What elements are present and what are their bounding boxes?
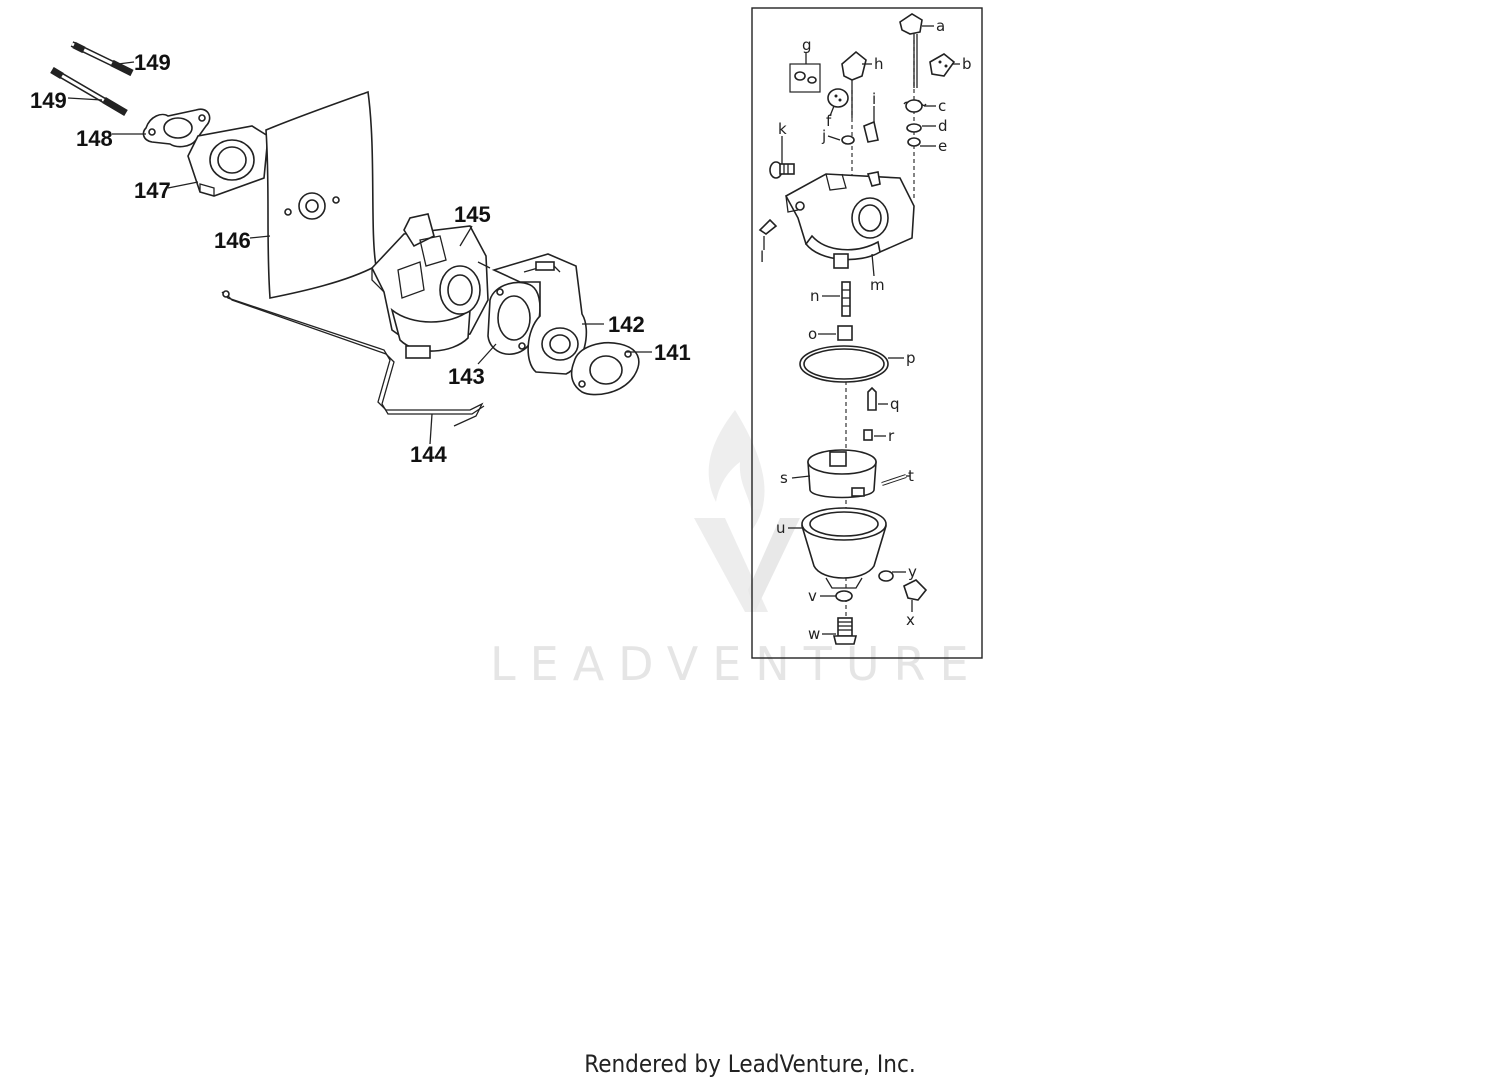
callout-142: 142 — [608, 312, 645, 337]
part-n-main-nozzle — [841, 281, 851, 317]
leader-f — [829, 105, 835, 117]
gasket-148 — [142, 108, 211, 148]
adapter-142 — [491, 253, 588, 375]
part-o-main-jet — [837, 325, 853, 341]
part-k-idle-screw — [769, 161, 795, 179]
callout-148: 148 — [76, 126, 113, 151]
callout-u: u — [776, 519, 786, 537]
watermark-text: LEADVENTURE — [490, 637, 983, 691]
part-y-washer — [878, 570, 894, 582]
heat-shield-146 — [265, 90, 377, 299]
callout-b: b — [962, 55, 972, 73]
callout-w: w — [808, 625, 820, 643]
part-i-lever — [863, 120, 879, 143]
callout-147: 147 — [134, 178, 171, 203]
leader-146 — [249, 235, 271, 239]
callout-p: p — [906, 349, 916, 367]
callout-146: 146 — [214, 228, 251, 253]
callout-a: a — [936, 17, 945, 35]
carburetor-145 — [371, 213, 491, 359]
part-x-drain-screw — [903, 579, 928, 601]
part-b-choke-plate — [929, 53, 956, 77]
callout-l: l — [760, 248, 764, 266]
part-c-spring — [903, 99, 927, 113]
gasket-141 — [570, 342, 640, 396]
part-h-throttle-shaft — [841, 50, 867, 118]
part-w-bowl-bolt — [832, 617, 858, 645]
callout-j: j — [821, 127, 826, 145]
callout-145: 145 — [454, 202, 491, 227]
part-m-carburetor-body — [784, 171, 915, 269]
callout-o: o — [808, 325, 817, 343]
part-r-clip — [863, 429, 873, 441]
callout-n: n — [810, 287, 820, 305]
leader-145 — [459, 225, 473, 247]
part-q-float-needle — [867, 386, 877, 411]
callout-x: x — [906, 611, 915, 629]
callout-149-lower: 149 — [30, 88, 67, 113]
footer-credit: Rendered by LeadVenture, Inc. — [584, 1050, 916, 1078]
leader-143 — [477, 343, 497, 365]
callout-144: 144 — [410, 442, 447, 467]
callout-m: m — [870, 276, 885, 294]
stud-149-lower — [50, 66, 128, 117]
part-f-throttle-plate — [827, 88, 849, 108]
part-p-bowl-gasket — [799, 345, 889, 383]
callout-v: v — [808, 587, 817, 605]
callout-r: r — [888, 427, 895, 445]
callout-i: i — [872, 90, 876, 108]
part-u-float-bowl — [801, 507, 887, 589]
part-g-screw-set — [789, 63, 821, 93]
left-assembly: 149 149 148 147 146 145 142 141 143 144 — [30, 41, 691, 467]
throttle-rod-144 — [221, 290, 485, 427]
part-a-choke-shaft — [899, 13, 923, 88]
callout-f: f — [826, 112, 832, 130]
callout-e: e — [938, 137, 947, 155]
callout-149-upper: 149 — [134, 50, 171, 75]
callout-g: g — [802, 36, 812, 54]
spacer-147 — [187, 125, 269, 197]
callout-d: d — [938, 117, 948, 135]
part-d-washer — [906, 123, 922, 133]
callout-t: t — [908, 467, 914, 485]
callout-s: s — [780, 469, 788, 487]
leader-149a — [117, 61, 135, 65]
leadventure-watermark: LEADVENTURE — [490, 410, 983, 691]
callout-q: q — [890, 395, 900, 413]
leader-149b — [67, 97, 103, 101]
leader-m — [871, 253, 875, 277]
carburetor-detail-inset: a b c d e f g h i j k l m n o p q r s t … — [751, 7, 983, 659]
callout-c: c — [938, 97, 946, 115]
part-l-pilot-screw — [758, 218, 778, 235]
part-s-float — [807, 449, 877, 499]
callout-y: y — [908, 563, 917, 581]
callout-h: h — [874, 55, 884, 73]
part-v-washer — [835, 590, 853, 602]
stud-149-upper — [70, 41, 134, 77]
callout-141: 141 — [654, 340, 691, 365]
leader-j — [827, 135, 841, 141]
callout-k: k — [778, 120, 787, 138]
leader-147 — [167, 181, 199, 189]
inset-frame — [751, 7, 983, 659]
callout-143: 143 — [448, 364, 485, 389]
leader-s — [791, 475, 811, 479]
leader-144 — [429, 413, 433, 445]
part-j-seal — [841, 135, 855, 145]
